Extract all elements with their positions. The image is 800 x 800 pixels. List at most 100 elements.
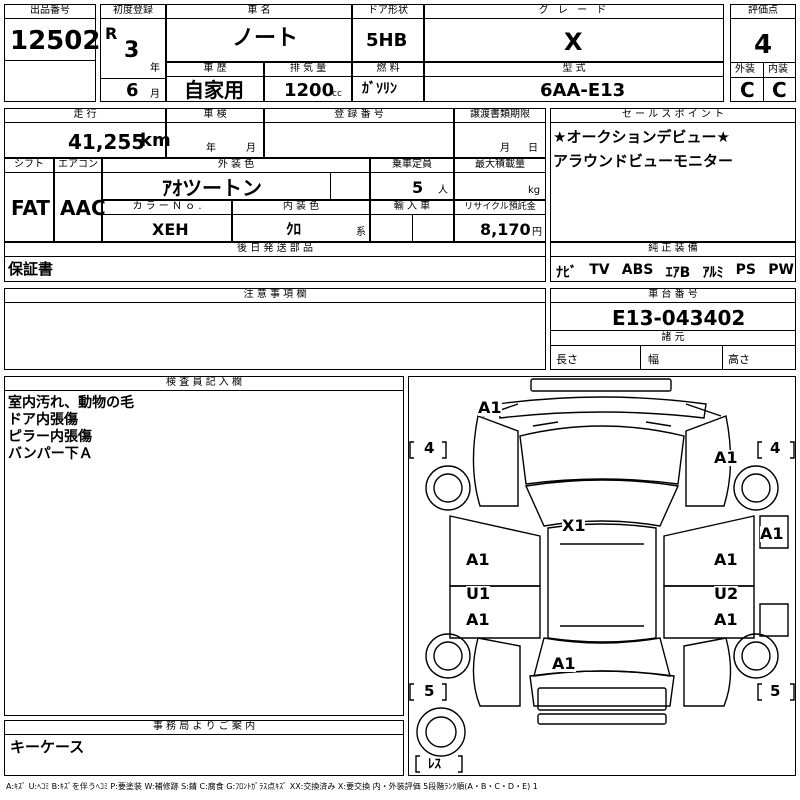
equip-alloy: ｱﾙﾐ [702,265,724,281]
color-no-label: カ ラ ー Ｎ ｏ . [102,200,232,215]
transfer-label: 譲渡書類期限 [454,108,546,123]
mark-roof: X1 [562,516,586,535]
grade-value: X [564,28,583,56]
equip-nav: ﾅﾋﾞ [556,265,577,281]
first-reg-box [100,4,166,102]
equipment-label: 純 正 装 備 [550,242,796,257]
capacity-box [370,158,454,200]
recycle-value: 8,170 [480,220,531,239]
spec-length: 長さ [556,353,578,366]
recycle-box [454,200,546,242]
ac-value: AAC [60,196,106,220]
grade-label: グ レ ー ド [424,4,724,19]
int-color-unit: 系 [356,227,366,238]
plate-box [264,108,454,158]
transfer-box [454,108,546,158]
int-color-value: ｸﾛ [286,220,302,238]
score-split [763,62,764,102]
spec-label: 諸 元 [550,330,796,346]
chassis-box [550,288,796,370]
mark-right-mirror: A1 [760,524,784,543]
notes-label: 注 意 事 項 欄 [4,288,546,303]
inspector-box [4,376,404,716]
mark-right-front-fender: A1 [714,448,738,467]
year-value: 3 [124,38,140,63]
first-reg-label: 初度登録 [100,4,166,19]
equip-pw: PW [768,262,794,278]
mileage-unit: km [140,130,171,151]
tire-rear-left: 5 [424,682,435,700]
sales-label: セ ー ル ス ポ イ ン ト [550,108,796,123]
sales-point-2: アラウンドビューモニター [553,152,734,170]
capacity-value: 5 [412,178,424,197]
sales-point-1: ★オークションデビュー★ [553,128,730,146]
displacement-label: 排 気 量 [264,62,352,77]
shift-label: シフト [4,158,54,173]
equip-airbag: ｴｱB [665,265,691,281]
import-split [412,214,413,242]
mark-left-step: A1 [466,610,490,629]
load-label: 最大積載量 [454,158,546,173]
notes-box [4,288,546,370]
ext-color-value: ｱｵツートン [162,176,262,200]
ext-color-box [102,158,370,200]
mark-left-front-door: A1 [466,550,490,569]
lot-number: 12502 [10,26,101,56]
inspector-line-2: ドア内張傷 [8,412,78,428]
ext-color-split [330,172,331,200]
import-label: 輸 入 車 [370,200,454,215]
displacement-value: 1200 [284,80,335,101]
mark-right-front-door: A1 [714,550,738,569]
fuel-value: ｶﾞｿﾘﾝ [362,81,397,97]
color-no-box [102,200,232,242]
door-box [352,4,424,62]
sales-box [550,108,796,242]
displacement-unit: cc [332,89,342,99]
recycle-unit: 円 [532,227,542,238]
equip-tv: TV [589,262,610,278]
chassis-label: 車 台 番 号 [550,288,796,303]
lot-divider [4,60,96,61]
spec-split-2 [722,346,723,370]
color-no-value: XEH [152,220,189,239]
door-value: 5HB [366,30,408,51]
history-label: 車 歴 [166,62,264,77]
score-label: 評価点 [730,4,796,19]
car-diagram [409,378,795,773]
transfer-day: 日 [528,143,538,154]
interior-label: 内装 [768,64,788,75]
car-name-value: ノート [232,26,299,51]
inspection-label: 車 検 [166,108,264,123]
car-name-box [166,4,352,62]
inspector-label: 検 査 員 記 入 欄 [4,376,404,391]
mark-right-step: A1 [714,610,738,629]
office-value: キーケース [10,738,85,756]
history-value: 自家用 [184,78,244,102]
inspection-box [166,108,264,158]
tire-front-right: 4 [770,439,781,457]
spec-width: 幅 [648,353,659,366]
inspection-month: 月 [246,143,256,154]
inspector-line-1: 室内汚れ、動物の毛 [8,395,135,411]
equip-ps: PS [735,262,757,278]
reg-divider [100,78,166,79]
model-value: 6AA-E13 [540,80,626,101]
legend: A:ｷｽﾞ U:ﾍｺﾐ B:ｷｽﾞを伴うﾍｺﾐ P:要塗装 W:補修跡 S:錆 … [6,782,538,791]
lot-label: 出品番号 [4,4,96,19]
fuel-box [352,62,424,102]
chassis-value: E13-043402 [612,306,746,330]
mark-right-rear-door: U2 [714,584,739,603]
month-value: 6 [126,80,139,101]
spec-split-1 [640,346,641,370]
mark-left-rear-door: U1 [466,584,491,603]
door-label: ドア形状 [352,4,424,19]
fuel-label: 燃 料 [352,62,424,77]
exterior-value: C [740,78,755,102]
interior-value: C [772,78,787,102]
month-unit: 月 [150,89,160,100]
ac-label: エアコン [54,158,102,173]
inspector-line-4: バンパー下Ａ [8,446,93,462]
capacity-unit: 人 [438,185,448,196]
mileage-value: 41,255 [68,130,146,154]
mark-rear-gate: A1 [552,654,576,673]
